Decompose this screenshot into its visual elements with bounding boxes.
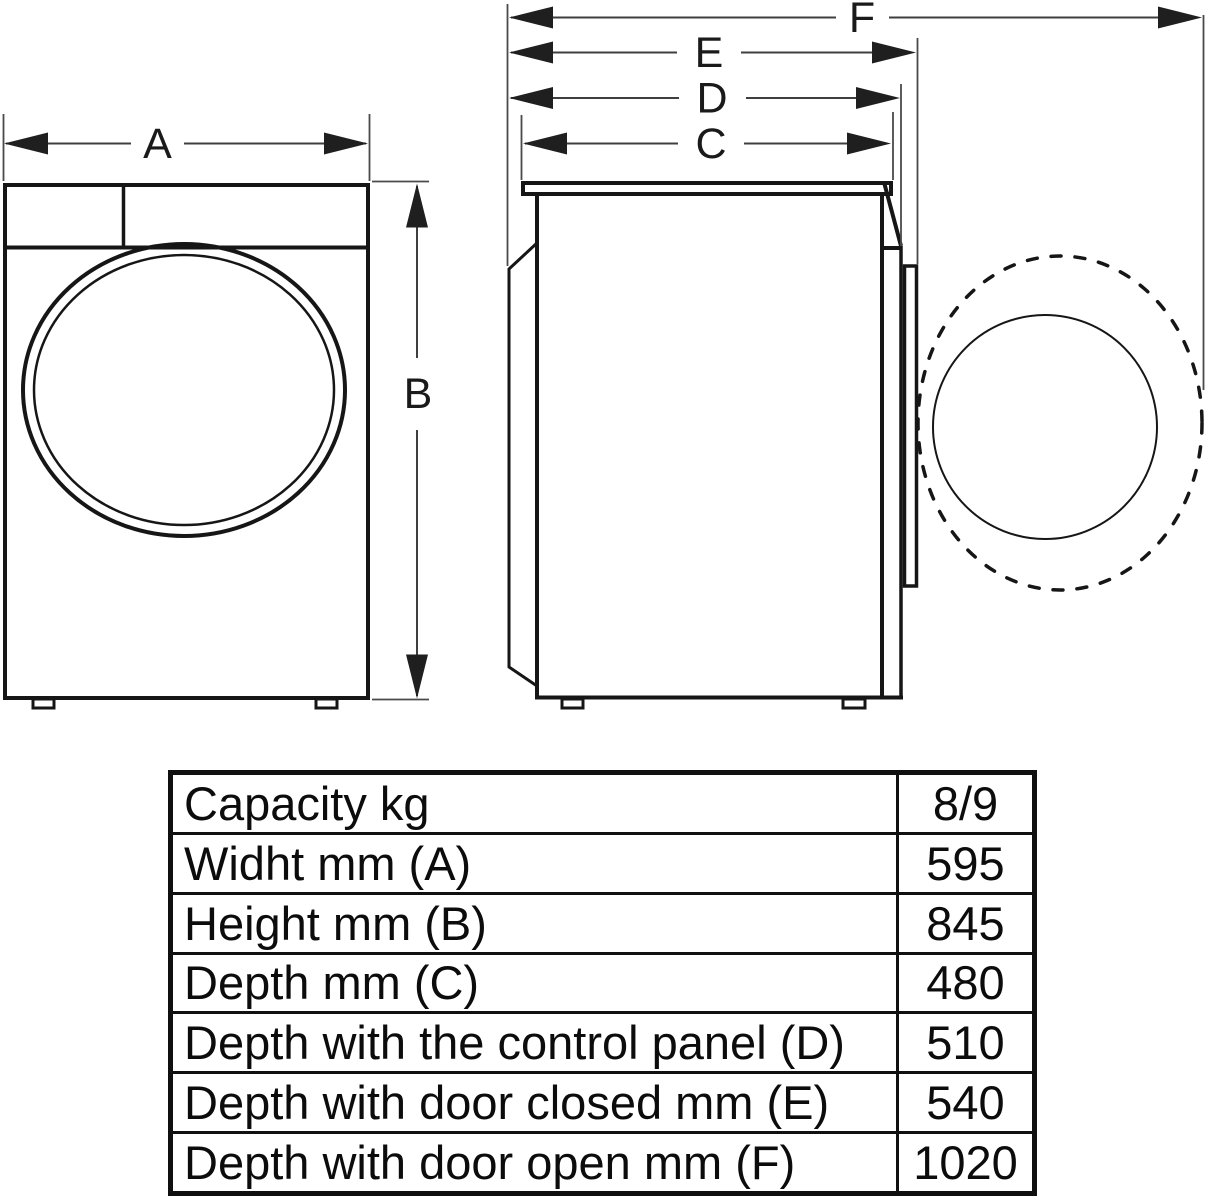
- dimension-drawing: A B: [2, 0, 1205, 710]
- table-row-capacity: Capacity kg 8/9: [169, 771, 1036, 835]
- spec-label: Depth with door closed mm (E): [169, 1071, 899, 1135]
- dimension-f: F: [506, 0, 1205, 390]
- dim-label-d: D: [696, 75, 727, 123]
- dimension-e: E: [509, 29, 919, 264]
- dim-label-b: B: [404, 370, 433, 418]
- table-row-depth-door-closed: Depth with door closed mm (E) 540: [169, 1071, 1036, 1135]
- open-door-porthole-circle: [932, 314, 1158, 540]
- table-row-depth-control-panel: Depth with the control panel (D) 510: [169, 1011, 1036, 1075]
- front-right-foot: [314, 697, 339, 710]
- dim-f-arrow-left: [509, 6, 553, 29]
- spec-table-container: Capacity kg 8/9 Widht mm (A) 595 Height …: [168, 770, 1037, 1196]
- side-view: [507, 181, 1204, 710]
- dimension-b: B: [372, 180, 433, 701]
- side-left-foot: [560, 697, 585, 710]
- dim-label-c: C: [695, 120, 726, 168]
- dim-b-arrow-bottom: [406, 654, 428, 699]
- side-right-foot: [841, 697, 867, 710]
- open-door-swing-dashed-circle: [916, 254, 1204, 592]
- side-control-panel-slant: [882, 183, 903, 247]
- side-rear-bulge: [507, 241, 539, 688]
- table-row-width: Widht mm (A) 595: [169, 831, 1036, 895]
- spec-label: Height mm (B): [169, 891, 899, 955]
- spec-value: 1020: [896, 1131, 1036, 1195]
- spec-value: 540: [896, 1071, 1036, 1135]
- front-body-outline: [3, 183, 370, 700]
- dim-label-a: A: [143, 120, 172, 168]
- dim-c-arrow-left: [523, 132, 567, 155]
- side-top-lid: [521, 181, 893, 196]
- dim-e-arrow-left: [509, 41, 553, 64]
- front-view: [3, 183, 370, 710]
- front-left-foot: [31, 697, 56, 710]
- spec-label: Depth with the control panel (D): [169, 1011, 899, 1075]
- dim-label-f: F: [849, 0, 875, 42]
- spec-value: 510: [896, 1011, 1036, 1075]
- dimension-a: A: [2, 114, 371, 181]
- dim-c-arrow-right: [847, 132, 891, 155]
- dim-b-arrow-top: [406, 183, 428, 228]
- dim-label-e: E: [695, 29, 724, 77]
- spec-table: Capacity kg 8/9 Widht mm (A) 595 Height …: [168, 770, 1037, 1196]
- dimension-d: D: [509, 75, 902, 246]
- dim-a-arrow-left: [4, 132, 48, 155]
- spec-label: Depth mm (C): [169, 951, 899, 1015]
- table-row-depth: Depth mm (C) 480: [169, 951, 1036, 1015]
- table-row-depth-door-open: Depth with door open mm (F) 1020: [169, 1131, 1036, 1195]
- spec-value: 480: [896, 951, 1036, 1015]
- spec-value: 845: [896, 891, 1036, 955]
- dim-f-arrow-right: [1158, 6, 1202, 29]
- spec-value: 8/9: [896, 771, 1036, 835]
- dim-e-arrow-right: [872, 41, 916, 64]
- spec-label: Widht mm (A): [169, 831, 899, 895]
- dim-d-arrow-right: [856, 87, 900, 109]
- table-row-height: Height mm (B) 845: [169, 891, 1036, 955]
- dim-d-arrow-left: [509, 87, 553, 109]
- spec-label: Capacity kg: [169, 771, 899, 835]
- spec-value: 595: [896, 831, 1036, 895]
- spec-label: Depth with door open mm (F): [169, 1131, 899, 1195]
- side-door-slab: [902, 264, 919, 588]
- front-door-inner-ring: [32, 253, 336, 527]
- front-door-outer-ring: [21, 242, 347, 538]
- dim-a-arrow-right: [324, 132, 368, 155]
- dimension-c: C: [520, 112, 894, 180]
